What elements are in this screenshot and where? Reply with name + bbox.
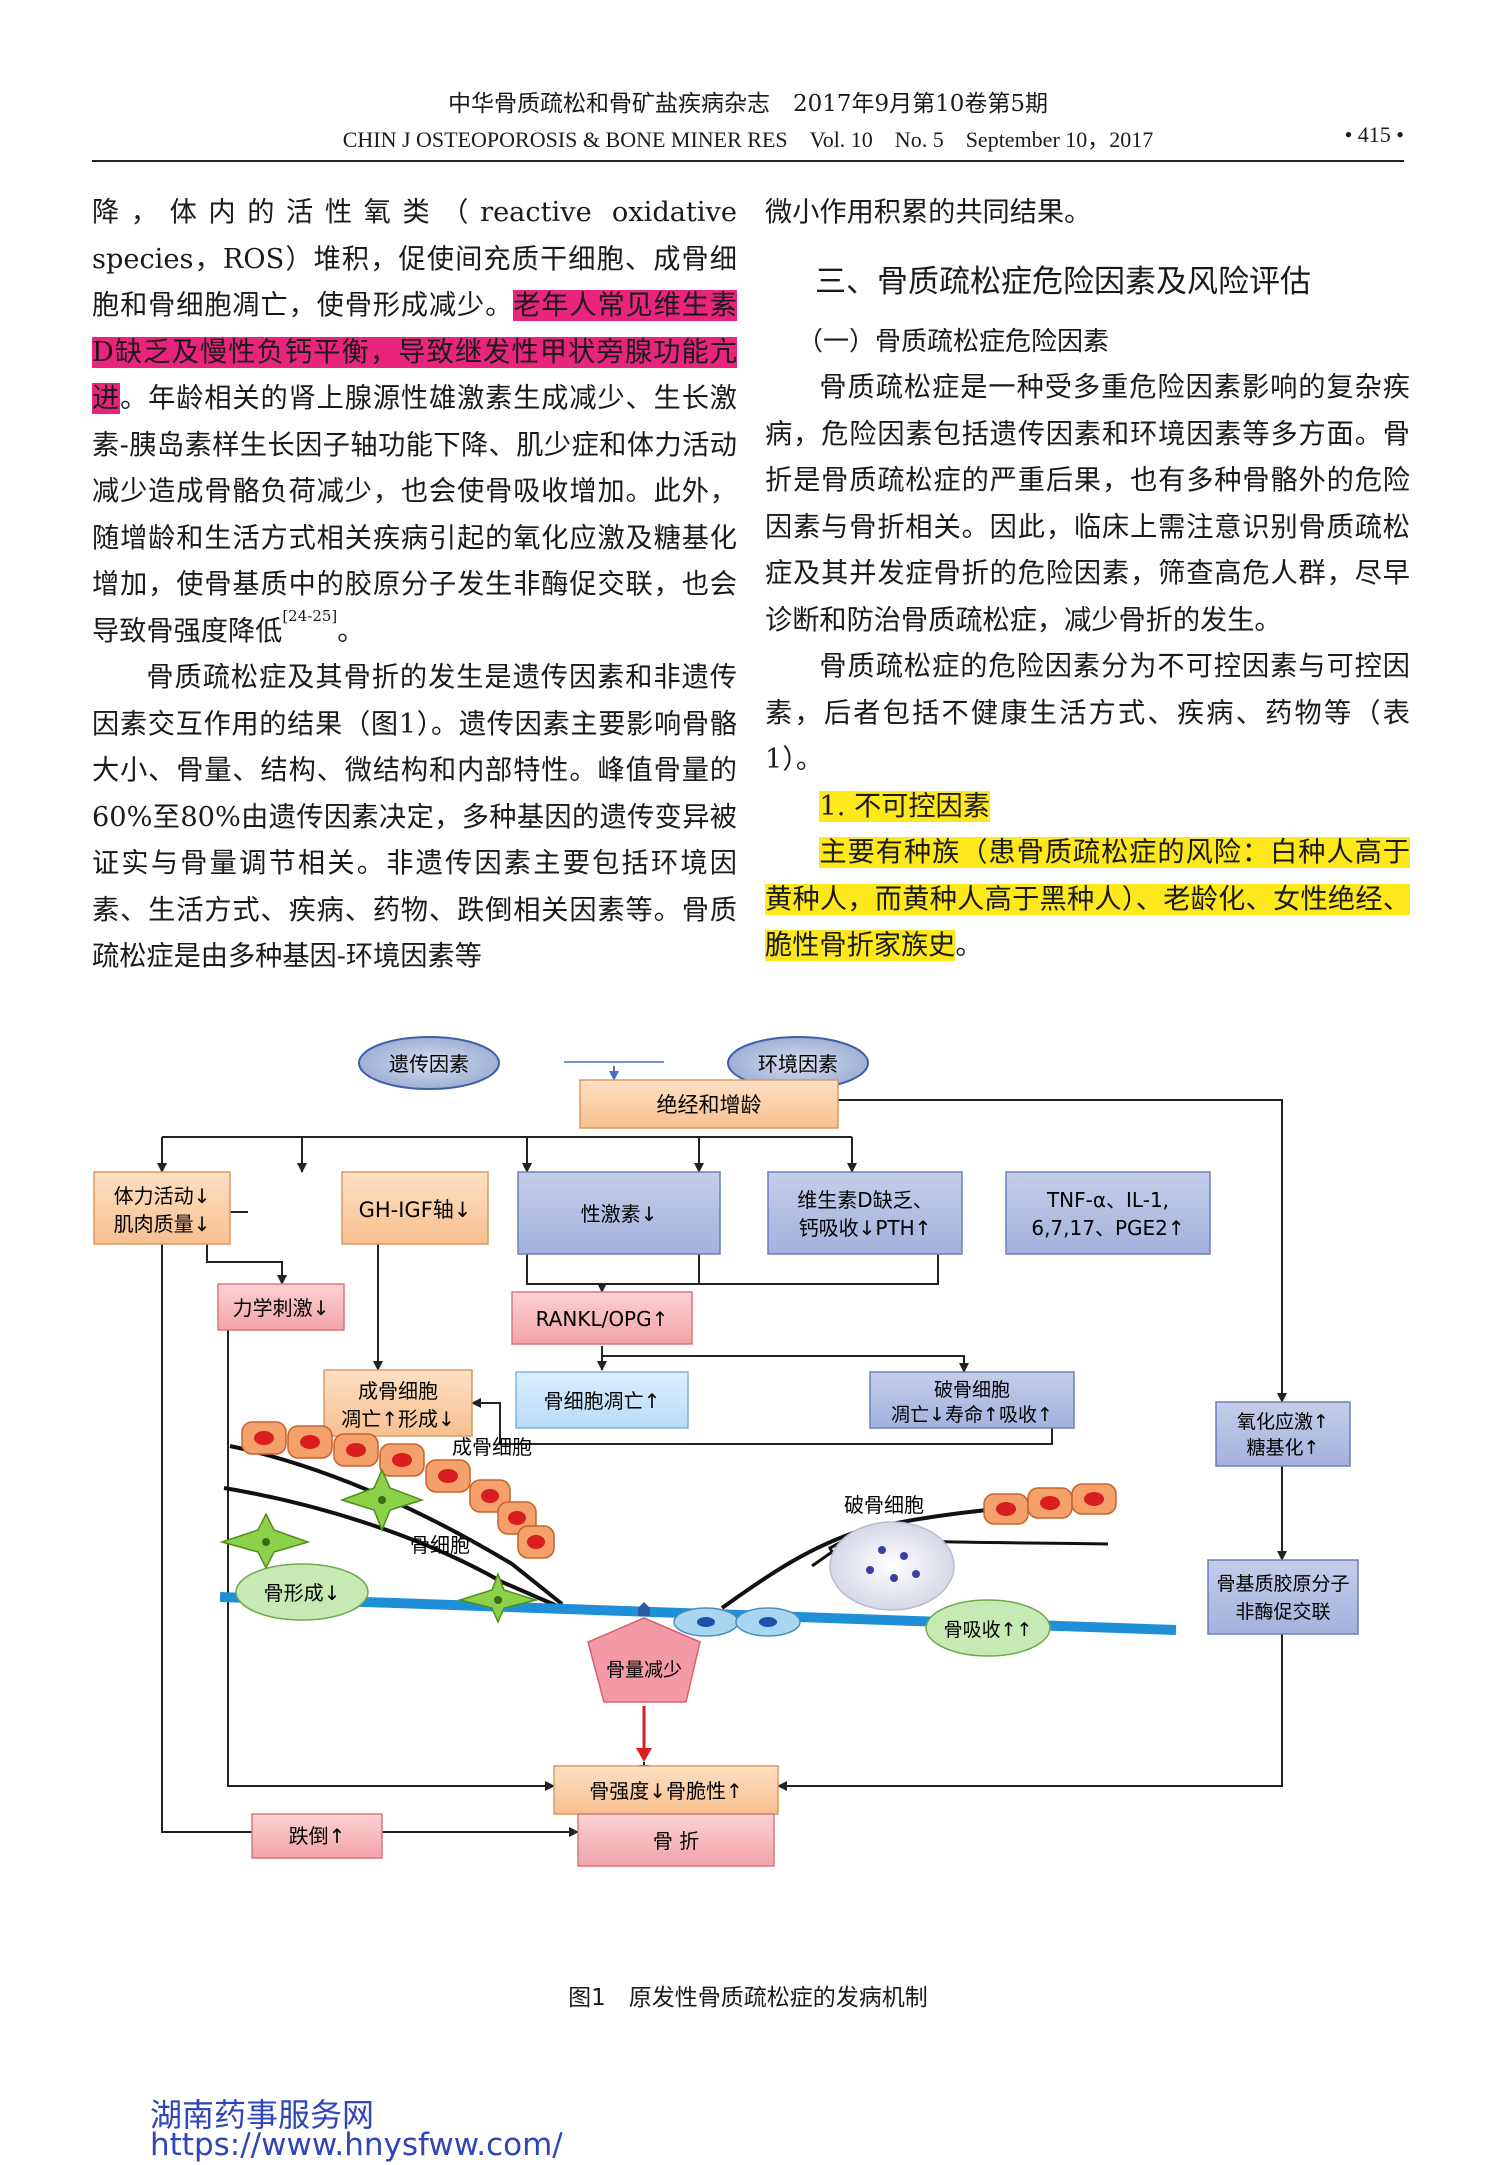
node-osteoblast: 成骨细胞 凋亡↑形成↓ [323, 1369, 473, 1437]
label-osteoblast-cells: 成骨细胞 [452, 1435, 532, 1459]
highlight-uncontrollable: 1. 不可控因素 [819, 790, 990, 822]
label-environment: 环境因素 [758, 1052, 838, 1076]
label-collagen-2: 非酶促交联 [1235, 1601, 1330, 1623]
right-paragraph-1: 骨质疏松症是一种受多重危险因素影响的复杂疾病，危险因素包括遗传因素和环境因素等多… [765, 372, 1410, 636]
label-activity-2: 肌肉质量↓ [114, 1212, 211, 1236]
left-p1-text-b: 。年龄相关的肾上腺源性雄激素生成减少、生长激素-胰岛素样生长因子轴功能下降、肌少… [92, 383, 737, 647]
journal-header-cn: 中华骨质疏松和骨矿盐疾病杂志 2017年9月第10卷第5期 [447, 91, 1049, 117]
label-osteoclast-cells: 破骨细胞 [844, 1493, 924, 1517]
node-sex-hormone: 性激素↓ [517, 1171, 721, 1255]
label-vitd-1: 维生素D缺乏、 [797, 1188, 932, 1212]
subsection-title: （一）骨质疏松症危险因素 [797, 326, 1110, 357]
node-menopause: 绝经和增龄 [579, 1079, 839, 1129]
highlight-risk-factors: 主要有种族（患骨质疏松症的风险：白种人高于黄种人，而黄种人高于黑种人）、老龄化、… [765, 837, 1410, 961]
label-fracture: 骨 折 [653, 1829, 699, 1853]
label-mech: 力学刺激↓ [233, 1296, 330, 1320]
label-fall: 跌倒↑ [289, 1824, 346, 1848]
left-column: 降，体内的活性氧类（reactive oxidative species，ROS… [92, 190, 737, 981]
node-tnf: TNF-α、IL-1, 6,7,17、PGE2↑ [1005, 1171, 1211, 1255]
label-osteoclast-2: 凋亡↓寿命↑吸收↑ [891, 1404, 1053, 1426]
label-osteoblast-2: 凋亡↑形成↓ [341, 1407, 455, 1431]
label-osteocyte-cells: 骨细胞 [410, 1533, 470, 1557]
label-osteoclast-1: 破骨细胞 [934, 1379, 1010, 1401]
label-bone-strength: 骨强度↓骨脆性↑ [589, 1779, 743, 1803]
right-paragraph-4: 主要有种族（患骨质疏松症的风险：白种人高于黄种人，而黄种人高于黑种人）、老龄化、… [765, 830, 1410, 970]
label-sex-hormone: 性激素↓ [581, 1202, 658, 1226]
node-vitd: 维生素D缺乏、 钙吸收↓PTH↑ [767, 1171, 963, 1255]
label-collagen-1: 骨基质胶原分子 [1216, 1573, 1349, 1595]
node-ghigf: GH-IGF轴↓ [341, 1171, 489, 1245]
node-fracture: 骨 折 [577, 1813, 775, 1867]
label-osteocyte-apoptosis: 骨细胞凋亡↑ [544, 1389, 661, 1413]
label-formation: 骨形成↓ [264, 1581, 341, 1605]
label-oxid-1: 氧化应激↑ [1237, 1411, 1329, 1433]
node-environment: 环境因素 [727, 1036, 869, 1090]
page-number: • 415 • [1344, 122, 1404, 147]
watermark-name: 湖南药事服务网 [150, 2096, 375, 2134]
left-paragraph-2: 骨质疏松症及其骨折的发生是遗传因素和非遗传因素交互作用的结果（图1）。遗传因素主… [92, 662, 737, 972]
label-resorption: 骨吸收↑↑ [944, 1619, 1033, 1641]
node-collagen: 骨基质胶原分子 非酶促交联 [1207, 1559, 1359, 1635]
label-ghigf: GH-IGF轴↓ [359, 1198, 472, 1222]
right-p4-end: 。 [955, 930, 983, 961]
node-mech: 力学刺激↓ [217, 1283, 345, 1331]
right-paragraph-0: 微小作用积累的共同结果。 [765, 197, 1092, 228]
label-vitd-2: 钙吸收↓PTH↑ [799, 1216, 932, 1240]
label-tnf-1: TNF-α、IL-1, [1046, 1188, 1169, 1212]
label-rankl: RANKL/OPG↑ [536, 1307, 669, 1331]
bone-illustration: 成骨细胞 骨细胞 破骨细胞 骨形成↓ 骨吸收↑↑ 骨量减少 [219, 1421, 1177, 1762]
label-tnf-2: 6,7,17、PGE2↑ [1031, 1216, 1184, 1240]
left-paragraph-1: 降，体内的活性氧类（reactive oxidative species，ROS… [92, 190, 737, 655]
right-paragraph-2: 骨质疏松症的危险因素分为不可控因素与可控因素，后者包括不健康生活方式、疾病、药物… [765, 651, 1410, 775]
label-genetic: 遗传因素 [389, 1052, 469, 1076]
label-oxid-2: 糖基化↑ [1247, 1437, 1320, 1459]
left-p1-text: 降，体内的活性氧类（reactive oxidative species，ROS… [92, 197, 737, 321]
node-fall: 跌倒↑ [251, 1813, 383, 1859]
figure-caption: 图1 原发性骨质疏松症的发病机制 [568, 1985, 928, 2011]
left-p1-end: 。 [337, 615, 365, 647]
header-rule [92, 160, 1404, 162]
right-paragraph-3: 1. 不可控因素 [765, 784, 1410, 831]
node-osteoclast: 破骨细胞 凋亡↓寿命↑吸收↑ [869, 1371, 1075, 1429]
node-activity: 体力活动↓ 肌肉质量↓ [93, 1171, 231, 1245]
label-bone-loss: 骨量减少 [606, 1659, 682, 1681]
node-bone-strength: 骨强度↓骨脆性↑ [553, 1765, 779, 1815]
node-oxidation: 氧化应激↑ 糖基化↑ [1215, 1401, 1351, 1467]
section-title: 三、骨质疏松症危险因素及风险评估 [815, 263, 1311, 300]
pathogenesis-diagram: 遗传因素 环境因素 绝经和增龄 体力活动↓ 肌肉质量↓ GH-IGF轴↓ 性激素… [93, 1036, 1359, 1867]
right-column: 微小作用积累的共同结果。 三、骨质疏松症危险因素及风险评估 （一）骨质疏松症危险… [765, 190, 1410, 970]
node-osteocyte-apoptosis: 骨细胞凋亡↑ [515, 1371, 689, 1429]
journal-header-en: CHIN J OSTEOPOROSIS & BONE MINER RES Vol… [342, 127, 1154, 152]
citation: [24-25] [282, 606, 338, 625]
watermark-url[interactable]: https://www.hnysfww.com/ [150, 2127, 563, 2163]
label-osteoblast-1: 成骨细胞 [358, 1379, 438, 1403]
node-rankl: RANKL/OPG↑ [511, 1291, 693, 1345]
node-genetic: 遗传因素 [358, 1036, 500, 1090]
label-menopause: 绝经和增龄 [657, 1093, 762, 1117]
label-activity-1: 体力活动↓ [114, 1184, 211, 1208]
